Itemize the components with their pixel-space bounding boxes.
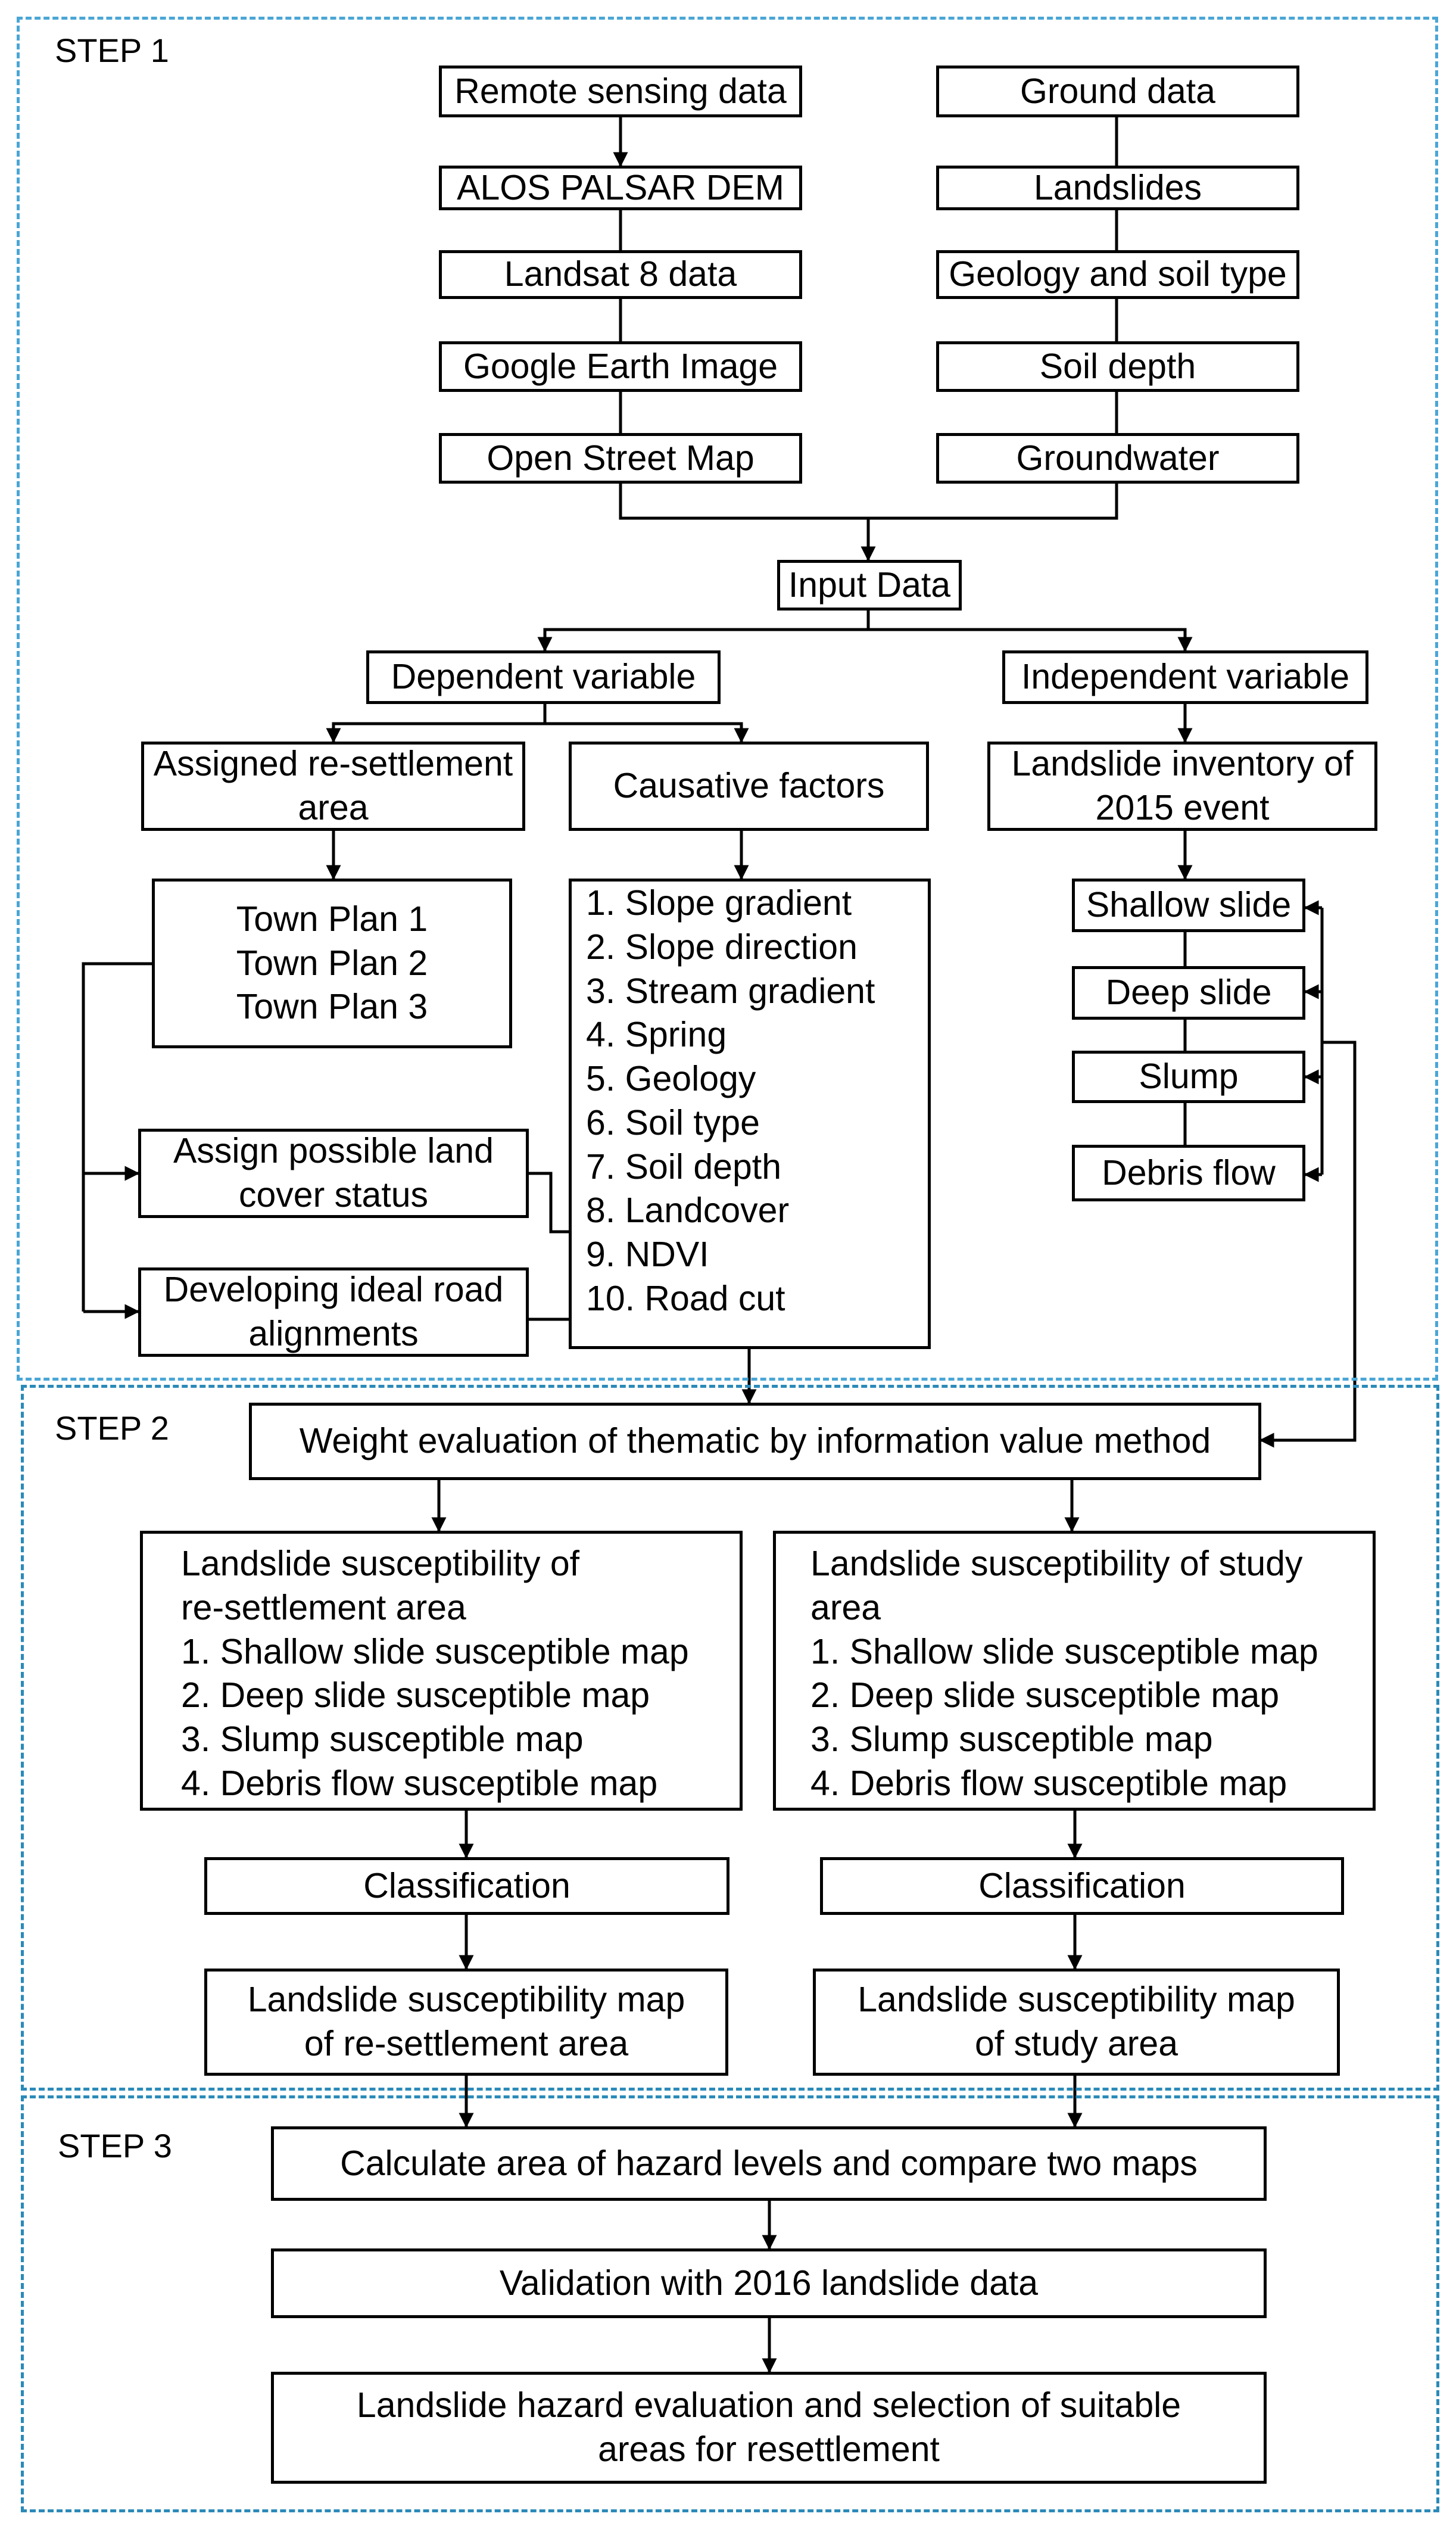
geology-soil-box: Geology and soil type: [936, 250, 1299, 299]
final-evaluation-box: Landslide hazard evaluation and selectio…: [271, 2372, 1267, 2484]
susc-left-title: Landslide susceptibility of: [181, 1544, 580, 1583]
susc-right-item: 2. Deep slide susceptible map: [810, 1675, 1280, 1715]
landslides-box: Landslides: [936, 166, 1299, 210]
inventory-box: Landslide inventory of 2015 event: [987, 742, 1377, 831]
susceptibility-resettlement-box: Landslide susceptibility of re-settlemen…: [140, 1531, 743, 1811]
validation-box: Validation with 2016 landslide data: [271, 2248, 1267, 2318]
arrow-input-independent: [868, 628, 1193, 652]
causative-factors-box: Causative factors: [569, 742, 929, 831]
susceptibility-study-box: Landslide susceptibility of study area 1…: [773, 1531, 1376, 1811]
factor-item: 6. Soil type: [586, 1102, 760, 1142]
susc-right-title: area: [810, 1587, 881, 1627]
susc-right-item: 3. Slump susceptible map: [810, 1720, 1213, 1759]
dependent-variable-box: Dependent variable: [366, 650, 721, 704]
town-plan-1: Town Plan 1: [236, 899, 428, 939]
step3-region: [21, 2095, 1439, 2512]
factors-list-box: 1. Slope gradient 2. Slope direction 3. …: [569, 879, 931, 1349]
debris-flow-box: Debris flow: [1072, 1145, 1305, 1201]
resettlement-area-box: Assigned re-settlement area: [141, 742, 525, 831]
step1-label: STEP 1: [55, 32, 169, 69]
remote-sensing-box: Remote sensing data: [439, 66, 802, 117]
final-line: areas for resettlement: [598, 2430, 940, 2469]
susc-right-title: Landslide susceptibility of study: [810, 1544, 1303, 1583]
deep-slide-box: Deep slide: [1072, 966, 1305, 1020]
factor-item: 9. NDVI: [586, 1235, 709, 1274]
weight-evaluation-box: Weight evaluation of thematic by informa…: [249, 1403, 1261, 1480]
soil-depth-box: Soil depth: [936, 341, 1299, 392]
ground-data-box: Ground data: [936, 66, 1299, 117]
factor-item: 7. Soil depth: [586, 1147, 782, 1186]
map-study-box: Landslide susceptibility map of study ar…: [813, 1969, 1340, 2076]
factor-item: 5. Geology: [586, 1059, 756, 1098]
factor-item: 8. Landcover: [586, 1191, 790, 1231]
map-resettlement-box: Landslide susceptibility map of re-settl…: [204, 1969, 728, 2076]
susc-right-item: 1. Shallow slide susceptible map: [810, 1631, 1318, 1671]
arrow-input-dependent: [537, 611, 870, 652]
line-town-branch: [82, 962, 152, 1312]
input-data-box: Input Data: [777, 560, 962, 611]
independent-variable-box: Independent variable: [1002, 650, 1368, 704]
classification-right-box: Classification: [820, 1857, 1344, 1915]
step1-region: [17, 17, 1438, 1381]
groundwater-box: Groundwater: [936, 433, 1299, 484]
arrow-slides-weight: [1259, 1041, 1357, 1448]
google-earth-box: Google Earth Image: [439, 341, 802, 392]
factor-item: 4. Spring: [586, 1015, 727, 1055]
town-plans-box: Town Plan 1 Town Plan 2 Town Plan 3: [152, 879, 512, 1048]
alos-palsar-box: ALOS PALSAR DEM: [439, 166, 802, 210]
factor-item: 2. Slope direction: [586, 927, 858, 967]
factor-item: 1. Slope gradient: [586, 883, 852, 923]
map-left-line: of re-settlement area: [304, 2024, 629, 2063]
landsat-box: Landsat 8 data: [439, 250, 802, 299]
calculate-area-box: Calculate area of hazard levels and comp…: [271, 2126, 1267, 2201]
town-plan-2: Town Plan 2: [236, 943, 428, 983]
arrow-dep-causative: [545, 722, 749, 743]
step3-label: STEP 3: [58, 2127, 172, 2164]
osm-box: Open Street Map: [439, 433, 802, 484]
susc-left-item: 1. Shallow slide susceptible map: [181, 1631, 689, 1671]
step2-region: [21, 1385, 1439, 2091]
road-alignments-box: Developing ideal road alignments: [138, 1267, 529, 1357]
map-left-line: Landslide susceptibility map: [247, 1980, 685, 2020]
factor-item: 3. Stream gradient: [586, 971, 875, 1011]
susc-left-item: 4. Debris flow susceptible map: [181, 1763, 658, 1803]
susc-left-item: 2. Deep slide susceptible map: [181, 1675, 650, 1715]
step2-label: STEP 2: [55, 1409, 169, 1447]
susc-left-title: re-settlement area: [181, 1587, 466, 1627]
factor-item: 10. Road cut: [586, 1278, 785, 1318]
map-right-line: of study area: [974, 2024, 1178, 2063]
susc-left-item: 3. Slump susceptible map: [181, 1720, 584, 1759]
final-line: Landslide hazard evaluation and selectio…: [356, 2385, 1181, 2425]
arrow-dep-resettlement: [326, 704, 547, 743]
map-right-line: Landslide susceptibility map: [858, 1980, 1295, 2020]
susc-right-item: 4. Debris flow susceptible map: [810, 1763, 1287, 1803]
assign-land-cover-box: Assign possible land cover status: [138, 1129, 529, 1218]
classification-left-box: Classification: [204, 1857, 729, 1915]
slump-box: Slump: [1072, 1051, 1305, 1103]
town-plan-3: Town Plan 3: [236, 987, 428, 1027]
shallow-slide-box: Shallow slide: [1072, 879, 1305, 932]
